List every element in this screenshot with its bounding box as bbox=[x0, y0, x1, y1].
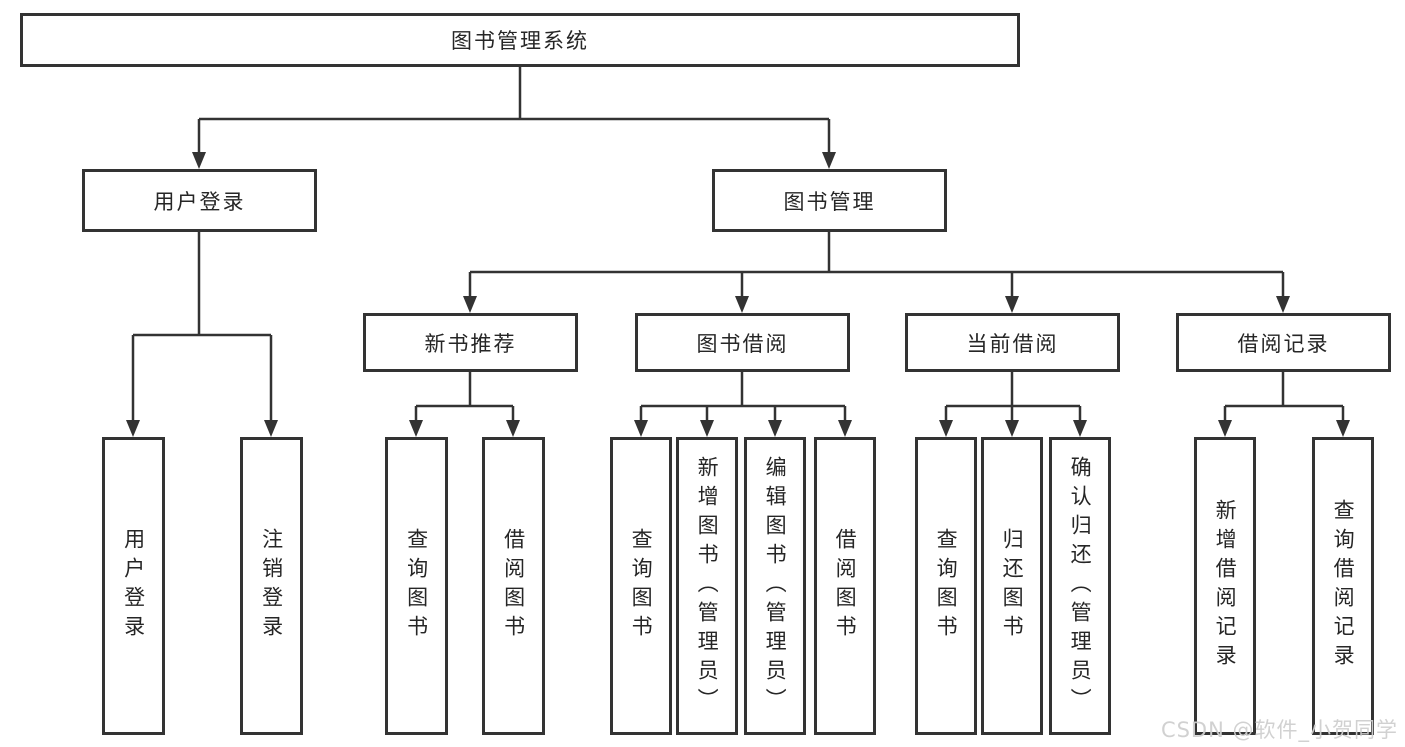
node-label: 新书推荐 bbox=[424, 331, 517, 356]
leaf-borrow-books-1: 借阅图书 bbox=[482, 437, 545, 735]
node-book-management: 图书管理 bbox=[712, 169, 947, 232]
node-label: 查询图书 bbox=[404, 528, 429, 644]
leaf-query-borrow-record: 查询借阅记录 bbox=[1312, 437, 1374, 735]
node-new-book-recommend: 新书推荐 bbox=[363, 313, 578, 372]
node-label: 注销登录 bbox=[259, 528, 284, 644]
node-borrowing-records: 借阅记录 bbox=[1176, 313, 1391, 372]
node-label: 当前借阅 bbox=[966, 331, 1059, 356]
node-label: 用户登录 bbox=[121, 528, 146, 644]
node-label: 图书借阅 bbox=[696, 331, 789, 356]
node-label: 图书管理系统 bbox=[451, 29, 589, 53]
node-current-borrowing: 当前借阅 bbox=[905, 313, 1120, 372]
node-user-login: 用户登录 bbox=[82, 169, 317, 232]
leaf-add-borrow-record: 新增借阅记录 bbox=[1194, 437, 1256, 735]
node-label: 借阅图书 bbox=[501, 528, 526, 644]
leaf-edit-books-admin: 编辑图书（管理员） bbox=[744, 437, 806, 735]
node-root-system: 图书管理系统 bbox=[20, 13, 1020, 67]
node-label: 借阅记录 bbox=[1237, 331, 1330, 356]
node-label: 查询图书 bbox=[629, 528, 654, 644]
node-label: 新增图书（管理员） bbox=[695, 455, 720, 717]
leaf-add-books-admin: 新增图书（管理员） bbox=[676, 437, 738, 735]
node-label: 归还图书 bbox=[1000, 528, 1025, 644]
node-label: 借阅图书 bbox=[833, 528, 858, 644]
node-book-borrowing: 图书借阅 bbox=[635, 313, 850, 372]
leaf-user-login: 用户登录 bbox=[102, 437, 165, 735]
csdn-watermark: CSDN @软件_小贺同学 bbox=[1160, 718, 1398, 742]
node-label: 新增借阅记录 bbox=[1213, 499, 1238, 673]
leaf-return-books: 归还图书 bbox=[981, 437, 1043, 735]
node-label: 编辑图书（管理员） bbox=[763, 455, 788, 717]
node-label: 查询图书 bbox=[934, 528, 959, 644]
node-label: 查询借阅记录 bbox=[1331, 499, 1356, 673]
node-label: 确认归还（管理员） bbox=[1068, 455, 1093, 717]
leaf-confirm-return-admin: 确认归还（管理员） bbox=[1049, 437, 1111, 735]
leaf-query-books-3: 查询图书 bbox=[915, 437, 977, 735]
leaf-borrow-books-2: 借阅图书 bbox=[814, 437, 876, 735]
node-label: 用户登录 bbox=[153, 189, 246, 214]
node-label: 图书管理 bbox=[783, 189, 876, 214]
leaf-query-books-2: 查询图书 bbox=[610, 437, 672, 735]
leaf-logout: 注销登录 bbox=[240, 437, 303, 735]
leaf-query-books-1: 查询图书 bbox=[385, 437, 448, 735]
